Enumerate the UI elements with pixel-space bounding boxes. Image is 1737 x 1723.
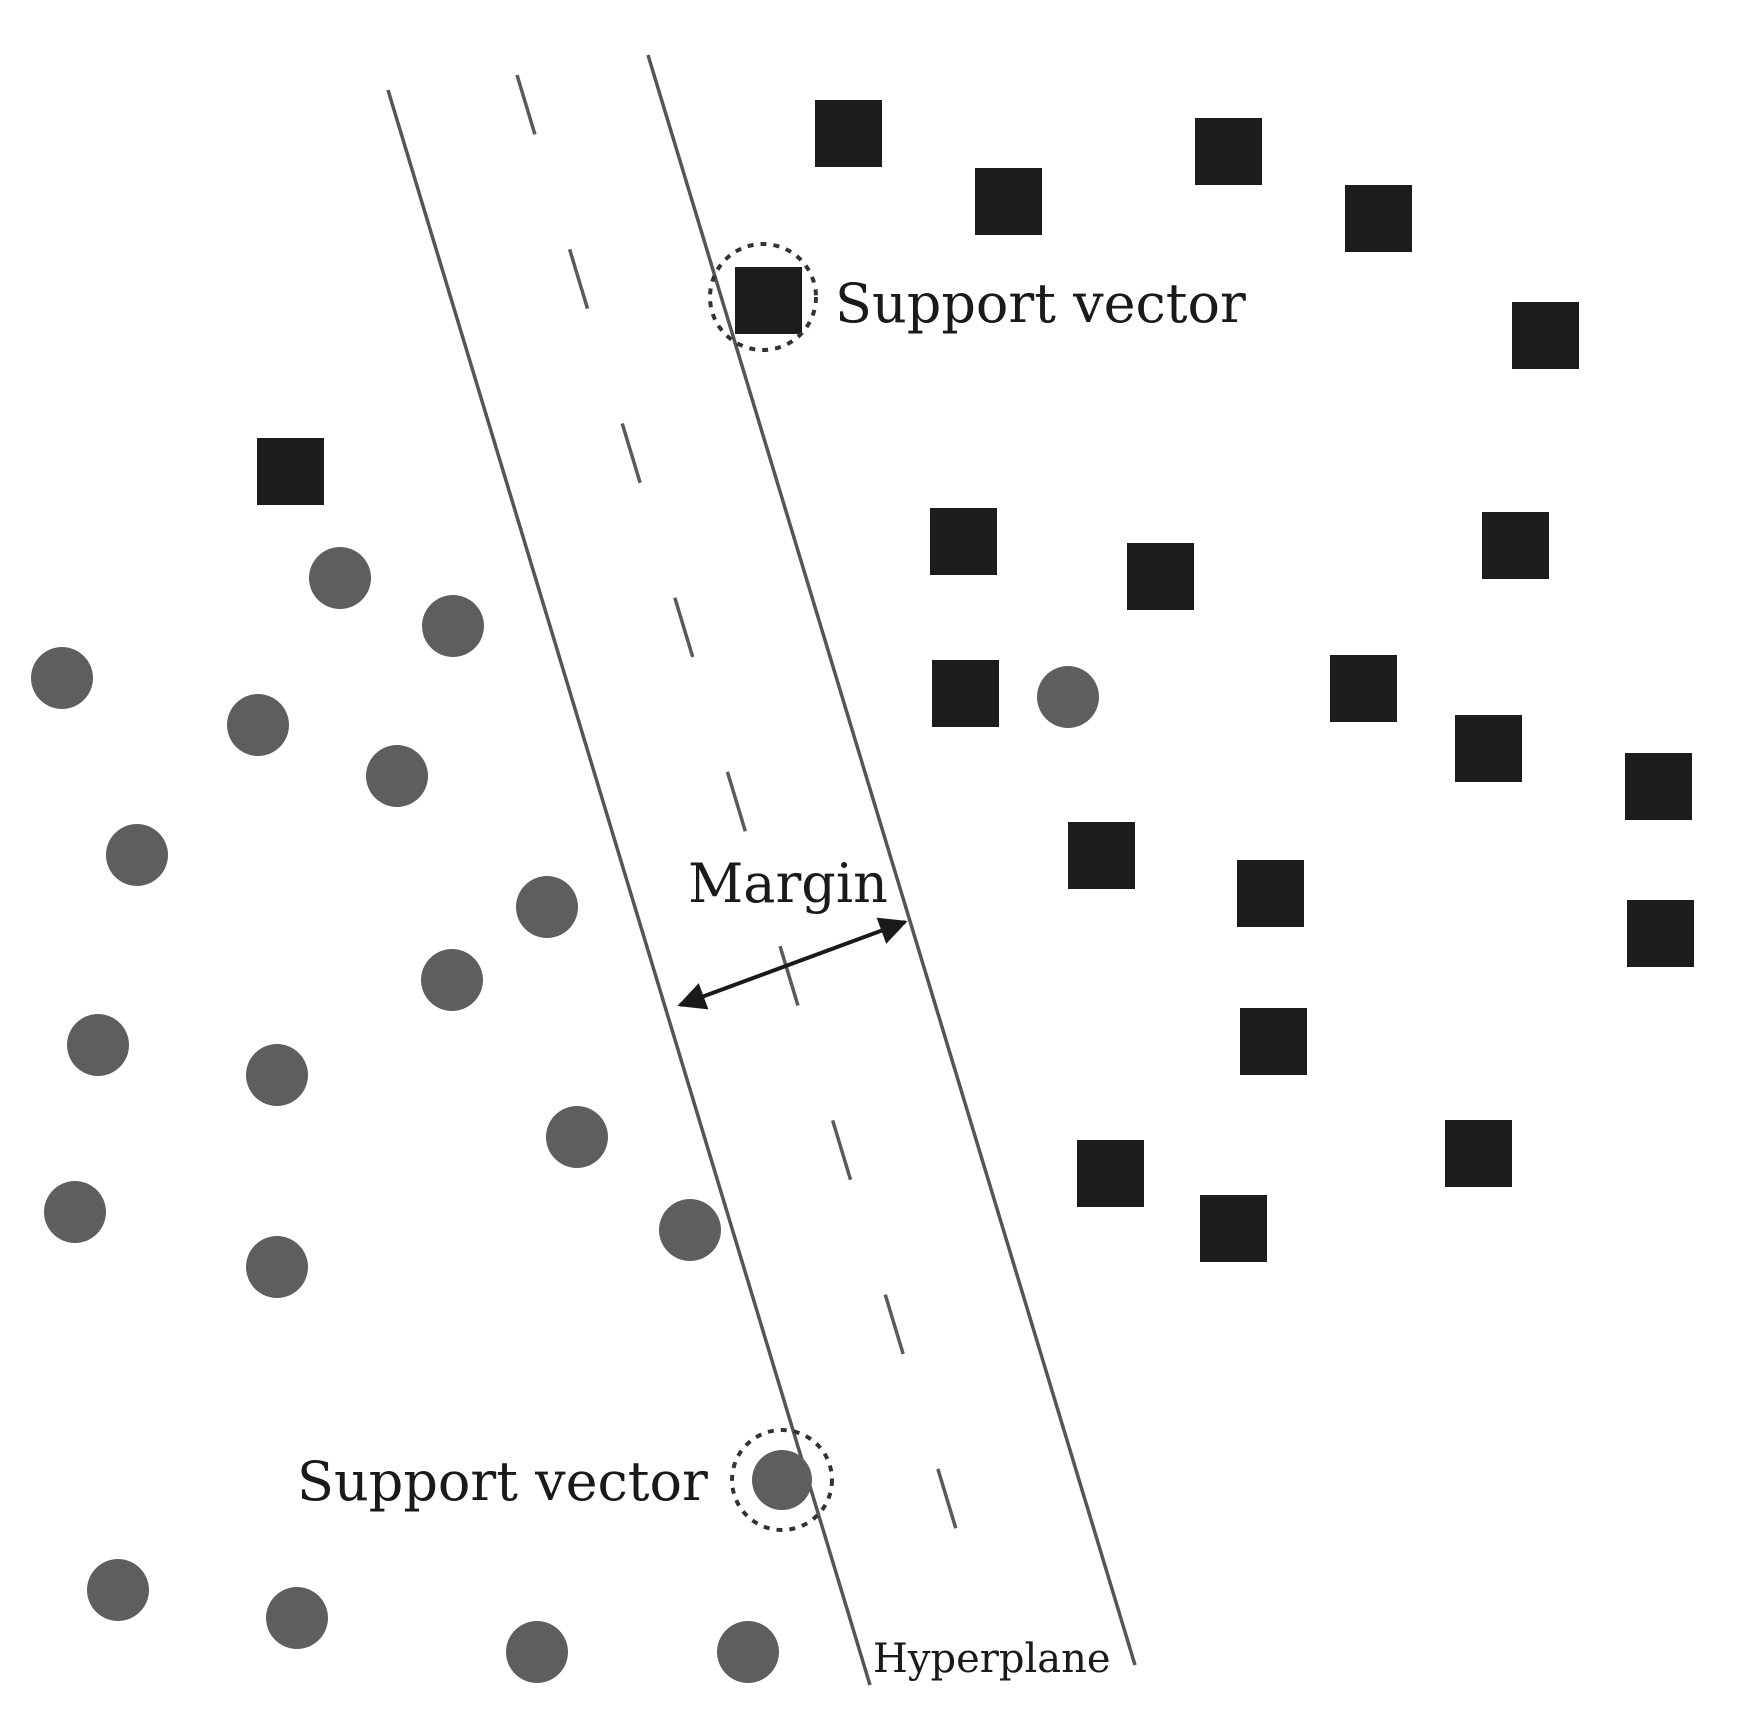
left-margin-boundary <box>386 89 872 1686</box>
circle-point <box>752 1450 812 1510</box>
circle-point <box>717 1621 779 1683</box>
circle-point <box>309 547 371 609</box>
circle-point <box>246 1236 308 1298</box>
circle-point <box>506 1621 568 1683</box>
circle-point <box>546 1106 608 1168</box>
circle-point <box>659 1199 721 1261</box>
square-point <box>1240 1008 1307 1075</box>
square-point <box>932 660 999 727</box>
circle-point <box>1037 666 1099 728</box>
square-point <box>1455 715 1522 782</box>
hyperplane-label: Hyperplane <box>873 1636 1111 1682</box>
square-point <box>1330 655 1397 722</box>
circle-point <box>44 1181 106 1243</box>
square-point <box>815 100 882 167</box>
square-class-points <box>257 100 1694 1262</box>
square-point <box>1445 1120 1512 1187</box>
margin-arrow <box>677 917 908 1010</box>
support-vector-ring-bottom <box>730 1428 834 1532</box>
circle-point <box>31 647 93 709</box>
square-point <box>1195 118 1262 185</box>
square-point <box>1345 185 1412 252</box>
square-point <box>257 438 324 505</box>
square-point <box>1482 512 1549 579</box>
circle-point <box>227 694 289 756</box>
circle-class-points <box>31 547 1099 1683</box>
square-point <box>1127 543 1194 610</box>
square-point <box>735 267 802 334</box>
circle-point <box>67 1014 129 1076</box>
square-point <box>1512 302 1579 369</box>
circle-point <box>266 1587 328 1649</box>
circle-point <box>246 1044 308 1106</box>
square-point <box>975 168 1042 235</box>
square-point <box>1200 1195 1267 1262</box>
support-vector-ring-top <box>708 242 818 352</box>
square-point <box>930 508 997 575</box>
margin-label: Margin <box>688 852 888 915</box>
circle-point <box>516 876 578 938</box>
circle-point <box>87 1559 149 1621</box>
circle-point <box>421 949 483 1011</box>
square-point <box>1068 822 1135 889</box>
circle-point <box>106 824 168 886</box>
circle-point <box>422 595 484 657</box>
square-point <box>1077 1140 1144 1207</box>
support-vector-label-bottom: Support vector <box>297 1450 708 1513</box>
square-point <box>1237 860 1304 927</box>
square-point <box>1625 753 1692 820</box>
right-margin-boundary <box>646 54 1137 1666</box>
circle-point <box>366 745 428 807</box>
support-vector-label-top: Support vector <box>835 272 1246 335</box>
square-point <box>1627 900 1694 967</box>
